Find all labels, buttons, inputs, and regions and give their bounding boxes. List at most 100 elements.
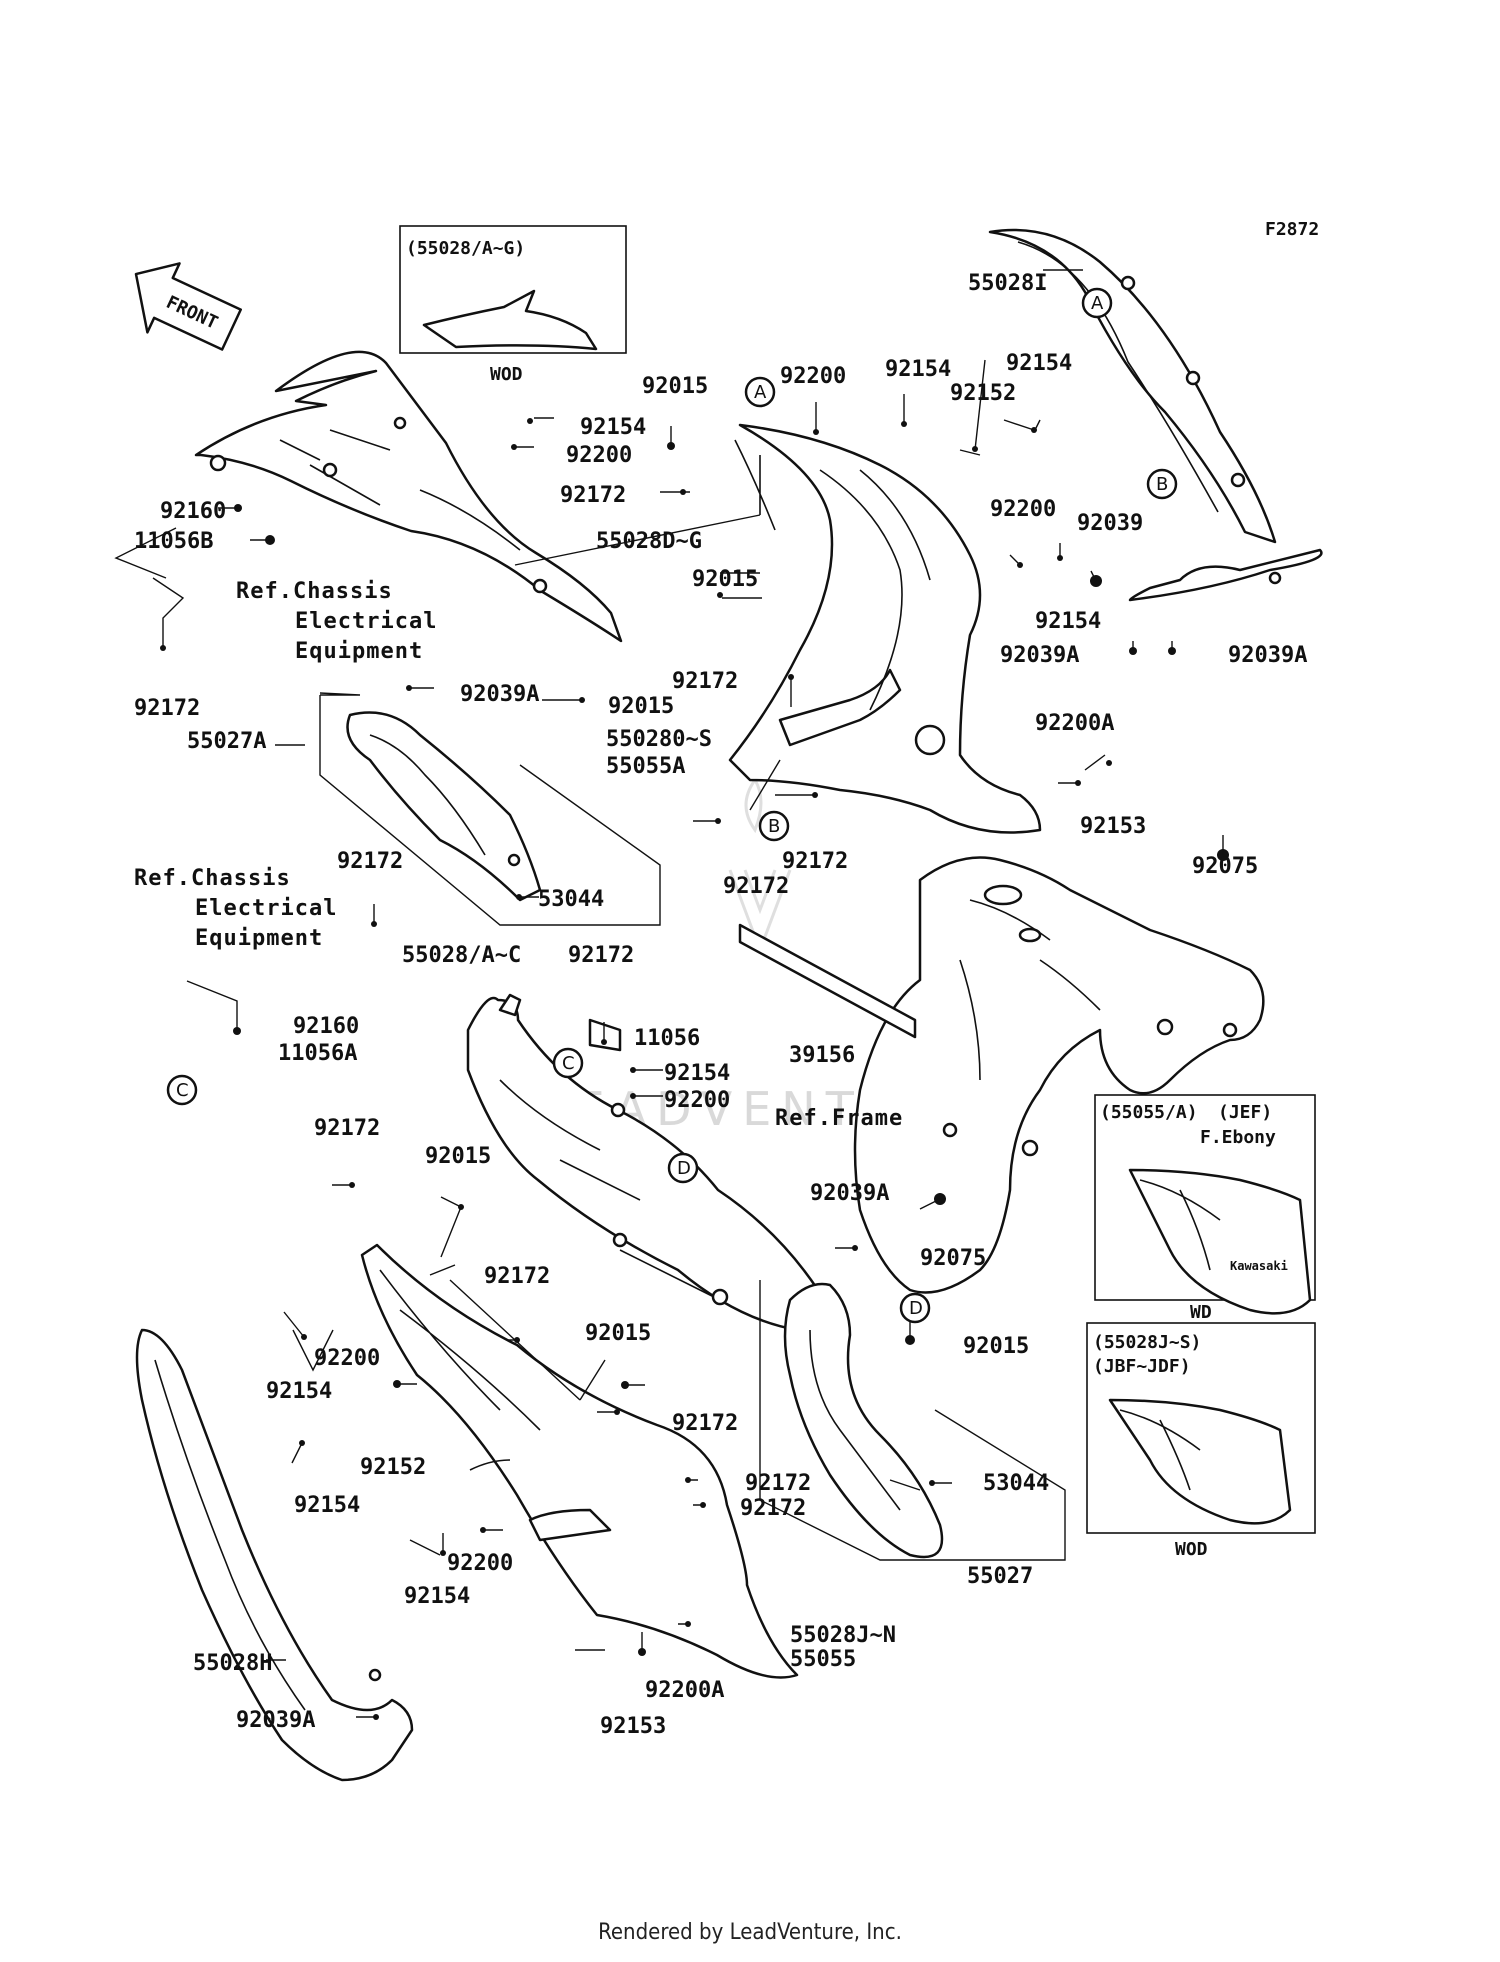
label-11056B: 11056B bbox=[134, 529, 213, 554]
ref-chassis-1: Ref.Chassis Electrical Equipment bbox=[236, 579, 437, 664]
label-53044-a: 53044 bbox=[538, 887, 604, 912]
callout-a2: A bbox=[754, 382, 767, 403]
label-92172-b: 92172 bbox=[560, 483, 626, 508]
ref-chassis-2-line2: Electrical bbox=[195, 896, 337, 921]
inset-right-mid-badge: Kawasaki bbox=[1230, 1259, 1288, 1273]
label-92015-f: 92015 bbox=[963, 1334, 1029, 1359]
label-55028DG: 55028D~G bbox=[596, 529, 702, 554]
callout-b1: B bbox=[1156, 474, 1168, 495]
decal-39156 bbox=[738, 923, 917, 1039]
label-55055: 55055 bbox=[790, 1647, 856, 1672]
label-92015-b: 92015 bbox=[692, 567, 758, 592]
label-92154-a: 92154 bbox=[580, 415, 646, 440]
label-92200-b: 92200 bbox=[780, 364, 846, 389]
label-92039A-a: 92039A bbox=[1000, 643, 1079, 668]
inset-right-mid-title: (55055/A) bbox=[1100, 1102, 1198, 1123]
lower-cowl-55028AC bbox=[466, 993, 822, 1332]
label-92172-g: 92172 bbox=[568, 943, 634, 968]
inset-right-low-subtitle: (JBF~JDF) bbox=[1093, 1356, 1191, 1377]
label-92039A-b: 92039A bbox=[1228, 643, 1307, 668]
label-92039A-e: 92039A bbox=[236, 1708, 315, 1733]
inset-right-mid-cowl-shape bbox=[1128, 1168, 1312, 1315]
label-92172-a: 92172 bbox=[134, 696, 200, 721]
inner-cowl-55027 bbox=[759, 1280, 1066, 1561]
front-arrow-icon: FRONT bbox=[134, 262, 242, 351]
label-92172-c: 92172 bbox=[672, 669, 738, 694]
label-92039: 92039 bbox=[1077, 511, 1143, 536]
callout-d2: D bbox=[909, 1298, 923, 1319]
label-92039A-d: 92039A bbox=[810, 1181, 889, 1206]
label-550280S: 550280~S bbox=[606, 727, 712, 752]
inner-cowl-55027A bbox=[346, 711, 542, 902]
inset-top-box bbox=[399, 225, 627, 354]
inset-right-mid: (55055/A) (JEF) F.Ebony Kawasaki bbox=[1094, 1094, 1316, 1315]
label-92075-a: 92075 bbox=[1192, 854, 1258, 879]
label-92160-a: 92160 bbox=[160, 499, 226, 524]
figure-id: F2872 bbox=[1265, 219, 1319, 240]
label-55028JN: 55028J~N bbox=[790, 1623, 896, 1648]
under-cowl-55028H bbox=[135, 1328, 414, 1782]
callout-circle-b1 bbox=[1146, 468, 1178, 500]
footer-credit: Rendered by LeadVenture, Inc. bbox=[598, 1920, 902, 1945]
ref-chassis-2: Ref.Chassis Electrical Equipment bbox=[134, 866, 337, 951]
label-92154-c: 92154 bbox=[1006, 351, 1072, 376]
callout-circle-d2 bbox=[899, 1292, 931, 1324]
leader-lines bbox=[114, 269, 1224, 1718]
ref-chassis-2-line3: Equipment bbox=[195, 926, 323, 951]
callout-circle-d1 bbox=[667, 1152, 699, 1184]
inset-right-low-box bbox=[1086, 1322, 1316, 1534]
label-92015-e: 92015 bbox=[585, 1321, 651, 1346]
label-92154-g: 92154 bbox=[294, 1493, 360, 1518]
label-92153-b: 92153 bbox=[600, 1714, 666, 1739]
label-11056A: 11056A bbox=[278, 1041, 357, 1066]
inset-right-mid-box bbox=[1094, 1094, 1316, 1301]
label-55055A: 55055A bbox=[606, 754, 685, 779]
label-92200-c: 92200 bbox=[990, 497, 1056, 522]
callout-b2: B bbox=[768, 816, 780, 837]
inset-right-low-cowl-shape bbox=[1108, 1398, 1292, 1525]
label-92154-h: 92154 bbox=[404, 1584, 470, 1609]
frame-duct bbox=[853, 856, 1265, 1294]
label-53044-b: 53044 bbox=[983, 1471, 1049, 1496]
label-92172-f: 92172 bbox=[337, 849, 403, 874]
label-92154-d: 92154 bbox=[1035, 609, 1101, 634]
callout-c2: C bbox=[562, 1053, 575, 1074]
inset-right-mid-title2: (JEF) bbox=[1218, 1102, 1272, 1123]
label-55028AC: 55028/A~C bbox=[402, 943, 521, 968]
callout-a1: A bbox=[1091, 293, 1104, 314]
label-39156: 39156 bbox=[789, 1043, 855, 1068]
ref-chassis-1-line3: Equipment bbox=[295, 639, 423, 664]
callout-c1: C bbox=[176, 1080, 189, 1101]
label-92152-a: 92152 bbox=[950, 381, 1016, 406]
label-55027A: 55027A bbox=[187, 729, 266, 754]
label-92152-b: 92152 bbox=[360, 1455, 426, 1480]
label-92160-b: 92160 bbox=[293, 1014, 359, 1039]
callout-circle-c2 bbox=[552, 1047, 584, 1079]
label-92200-a: 92200 bbox=[566, 443, 632, 468]
label-92172-e: 92172 bbox=[723, 874, 789, 899]
callout-circle-a2 bbox=[744, 376, 776, 408]
ref-frame: Ref.Frame bbox=[775, 1106, 903, 1131]
label-92200-e: 92200 bbox=[314, 1346, 380, 1371]
label-92172-j: 92172 bbox=[672, 1411, 738, 1436]
lower-cowl-55028JN bbox=[360, 1243, 799, 1679]
label-92154-e: 92154 bbox=[664, 1061, 730, 1086]
inset-right-low-caption: WOD bbox=[1175, 1539, 1208, 1560]
inset-right-low: (55028J~S) (JBF~JDF) bbox=[1086, 1322, 1316, 1534]
ref-chassis-1-line2: Electrical bbox=[295, 609, 437, 634]
label-92153-a: 92153 bbox=[1080, 814, 1146, 839]
label-92200-f: 92200 bbox=[447, 1551, 513, 1576]
inset-top-title: (55028/A~G) bbox=[406, 238, 525, 259]
label-92172-l: 92172 bbox=[740, 1496, 806, 1521]
inset-top-cowl-shape bbox=[422, 289, 598, 351]
label-55027: 55027 bbox=[967, 1564, 1033, 1589]
callout-circle-c1 bbox=[166, 1074, 198, 1106]
callout-circles: A A B B C C D D bbox=[166, 287, 1178, 1324]
label-92154-f: 92154 bbox=[266, 1379, 332, 1404]
inset-right-mid-subtitle: F.Ebony bbox=[1200, 1127, 1276, 1148]
ref-chassis-1-line1: Ref.Chassis bbox=[236, 579, 393, 604]
center-cowl bbox=[728, 423, 1042, 834]
label-92172-h: 92172 bbox=[314, 1116, 380, 1141]
inset-top: (55028/A~G) WOD bbox=[399, 225, 627, 385]
